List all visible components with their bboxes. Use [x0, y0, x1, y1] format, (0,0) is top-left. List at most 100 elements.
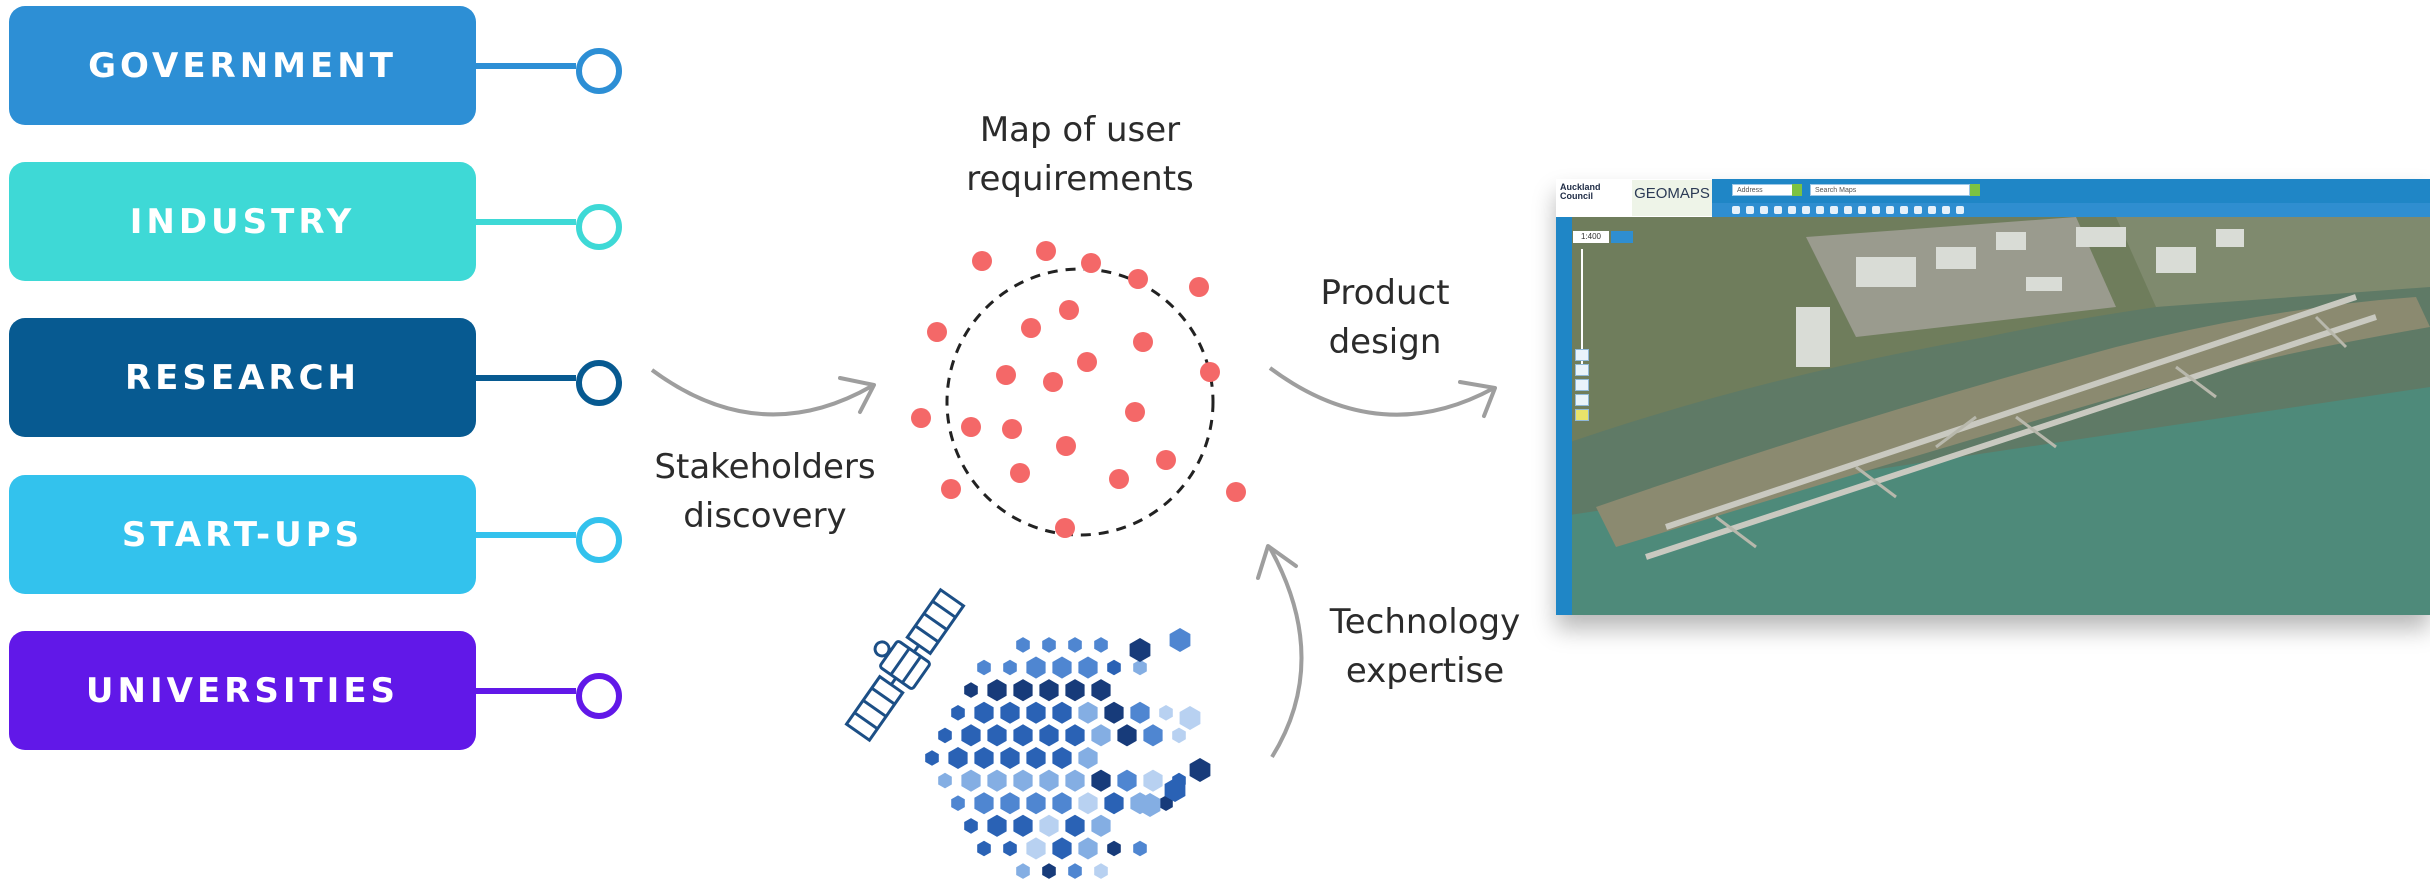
map-tool-button[interactable] [1886, 206, 1894, 214]
requirement-dot [1002, 419, 1022, 439]
requirements-circle [945, 267, 1215, 537]
map-tool-button[interactable] [1956, 206, 1964, 214]
globe-hexagon [1091, 724, 1111, 747]
globe-hexagon [1068, 863, 1082, 879]
map-tool-button[interactable] [1830, 206, 1838, 214]
map-tool-button[interactable] [1900, 206, 1908, 214]
map-of-requirements-label: Map of user requirements [966, 110, 1194, 199]
zoom-slider[interactable] [1581, 249, 1583, 369]
globe-hexagon [1052, 701, 1072, 724]
globe-hexagon [987, 769, 1007, 792]
requirement-dot [996, 365, 1016, 385]
scale-input[interactable]: 1:400 [1573, 231, 1609, 243]
layers-button[interactable] [1575, 379, 1589, 391]
product-design-arrow-head [1458, 380, 1497, 418]
globe-hexagon [1159, 795, 1173, 811]
scale-go-button[interactable] [1611, 231, 1633, 243]
technology-arrow [1268, 547, 1304, 759]
map-tool-button[interactable] [1844, 206, 1852, 214]
globe-hexagon [1052, 656, 1072, 679]
globe-hexagon [1065, 814, 1085, 837]
stakeholder-universities: UNIVERSITIES [9, 631, 476, 750]
globe-hexagon [1104, 792, 1124, 815]
map-tool-button[interactable] [1746, 206, 1754, 214]
technology-expertise-label: Technology expertise [1329, 602, 1521, 691]
globe-hexagon [1179, 706, 1201, 730]
globe-hexagon [1065, 769, 1085, 792]
globe-hexagon [961, 769, 981, 792]
globe-hexagon [1016, 863, 1030, 879]
map-tool-button[interactable] [1928, 206, 1936, 214]
map-tool-button[interactable] [1788, 206, 1796, 214]
globe-hexagon [1078, 747, 1098, 769]
hexagon-globe-icon [925, 628, 1211, 879]
globe-hexagon [1000, 701, 1020, 724]
zoom-in-button[interactable] [1575, 349, 1589, 361]
globe-hexagon [1117, 724, 1137, 747]
address-go-button[interactable] [1792, 184, 1802, 196]
globe-hexagon [1013, 679, 1033, 702]
map-tool-button[interactable] [1760, 206, 1768, 214]
map-tool-button[interactable] [1858, 206, 1866, 214]
globe-hexagon [1065, 724, 1085, 747]
globe-hexagon [1133, 659, 1147, 676]
connector-node [576, 517, 622, 563]
globe-hexagon [948, 747, 968, 769]
globe-hexagon [1042, 863, 1056, 879]
stakeholders-discovery-label: Stakeholders discovery [654, 447, 876, 536]
globe-hexagon [1078, 656, 1098, 679]
draw-button[interactable] [1575, 409, 1589, 421]
map-tool-button[interactable] [1942, 206, 1950, 214]
globe-hexagon [1130, 701, 1150, 724]
map-tool-button[interactable] [1732, 206, 1740, 214]
search-go-button[interactable] [1970, 184, 1980, 196]
globe-hexagon [977, 659, 991, 676]
stakeholder-research: RESEARCH [9, 318, 476, 437]
globe-hexagon [1139, 793, 1161, 817]
requirement-dot [1021, 318, 1041, 338]
map-tool-button[interactable] [1802, 206, 1810, 214]
map-tool-button[interactable] [1816, 206, 1824, 214]
globe-hexagon [1013, 769, 1033, 792]
geomaps-side-panel [1556, 217, 1572, 615]
zoom-out-button[interactable] [1575, 364, 1589, 376]
globe-hexagon [951, 705, 965, 721]
globe-hexagon [1078, 701, 1098, 724]
map-tool-button[interactable] [1872, 206, 1880, 214]
connector-node [576, 360, 622, 406]
globe-hexagon [1094, 863, 1108, 879]
requirement-dot [1226, 482, 1246, 502]
search-maps-input[interactable]: Search Maps [1810, 184, 1970, 196]
requirement-dot [1010, 463, 1030, 483]
globe-hexagon [1104, 701, 1124, 724]
map-tool-button[interactable] [1774, 206, 1782, 214]
globe-hexagon [974, 701, 994, 724]
map-tool-button[interactable] [1914, 206, 1922, 214]
requirement-dot [1156, 450, 1176, 470]
requirement-dot [1055, 518, 1075, 538]
connector-node [576, 204, 622, 250]
globe-hexagon [1003, 659, 1017, 676]
globe-hexagon [1039, 724, 1059, 747]
measure-button[interactable] [1575, 394, 1589, 406]
connector-line [476, 63, 576, 69]
requirement-dot [1125, 402, 1145, 422]
requirement-dot [1200, 362, 1220, 382]
requirement-dot [1133, 332, 1153, 352]
globe-hexagon [1016, 637, 1030, 653]
globe-hexagon [1169, 628, 1191, 652]
requirement-dot [941, 479, 961, 499]
globe-hexagon [1107, 659, 1121, 676]
globe-hexagon [1107, 840, 1121, 857]
globe-hexagon [1003, 840, 1017, 857]
globe-hexagon [1091, 679, 1111, 702]
geomaps-brand: GEOMAPS [1632, 180, 1712, 216]
requirement-dot [1128, 269, 1148, 289]
stakeholder-industry: INDUSTRY [9, 162, 476, 281]
aerial-map [1556, 217, 2430, 615]
globe-hexagon [1052, 747, 1072, 769]
requirement-dot [1189, 277, 1209, 297]
discovery-arrow-head [838, 376, 876, 414]
globe-hexagon [1026, 747, 1046, 769]
